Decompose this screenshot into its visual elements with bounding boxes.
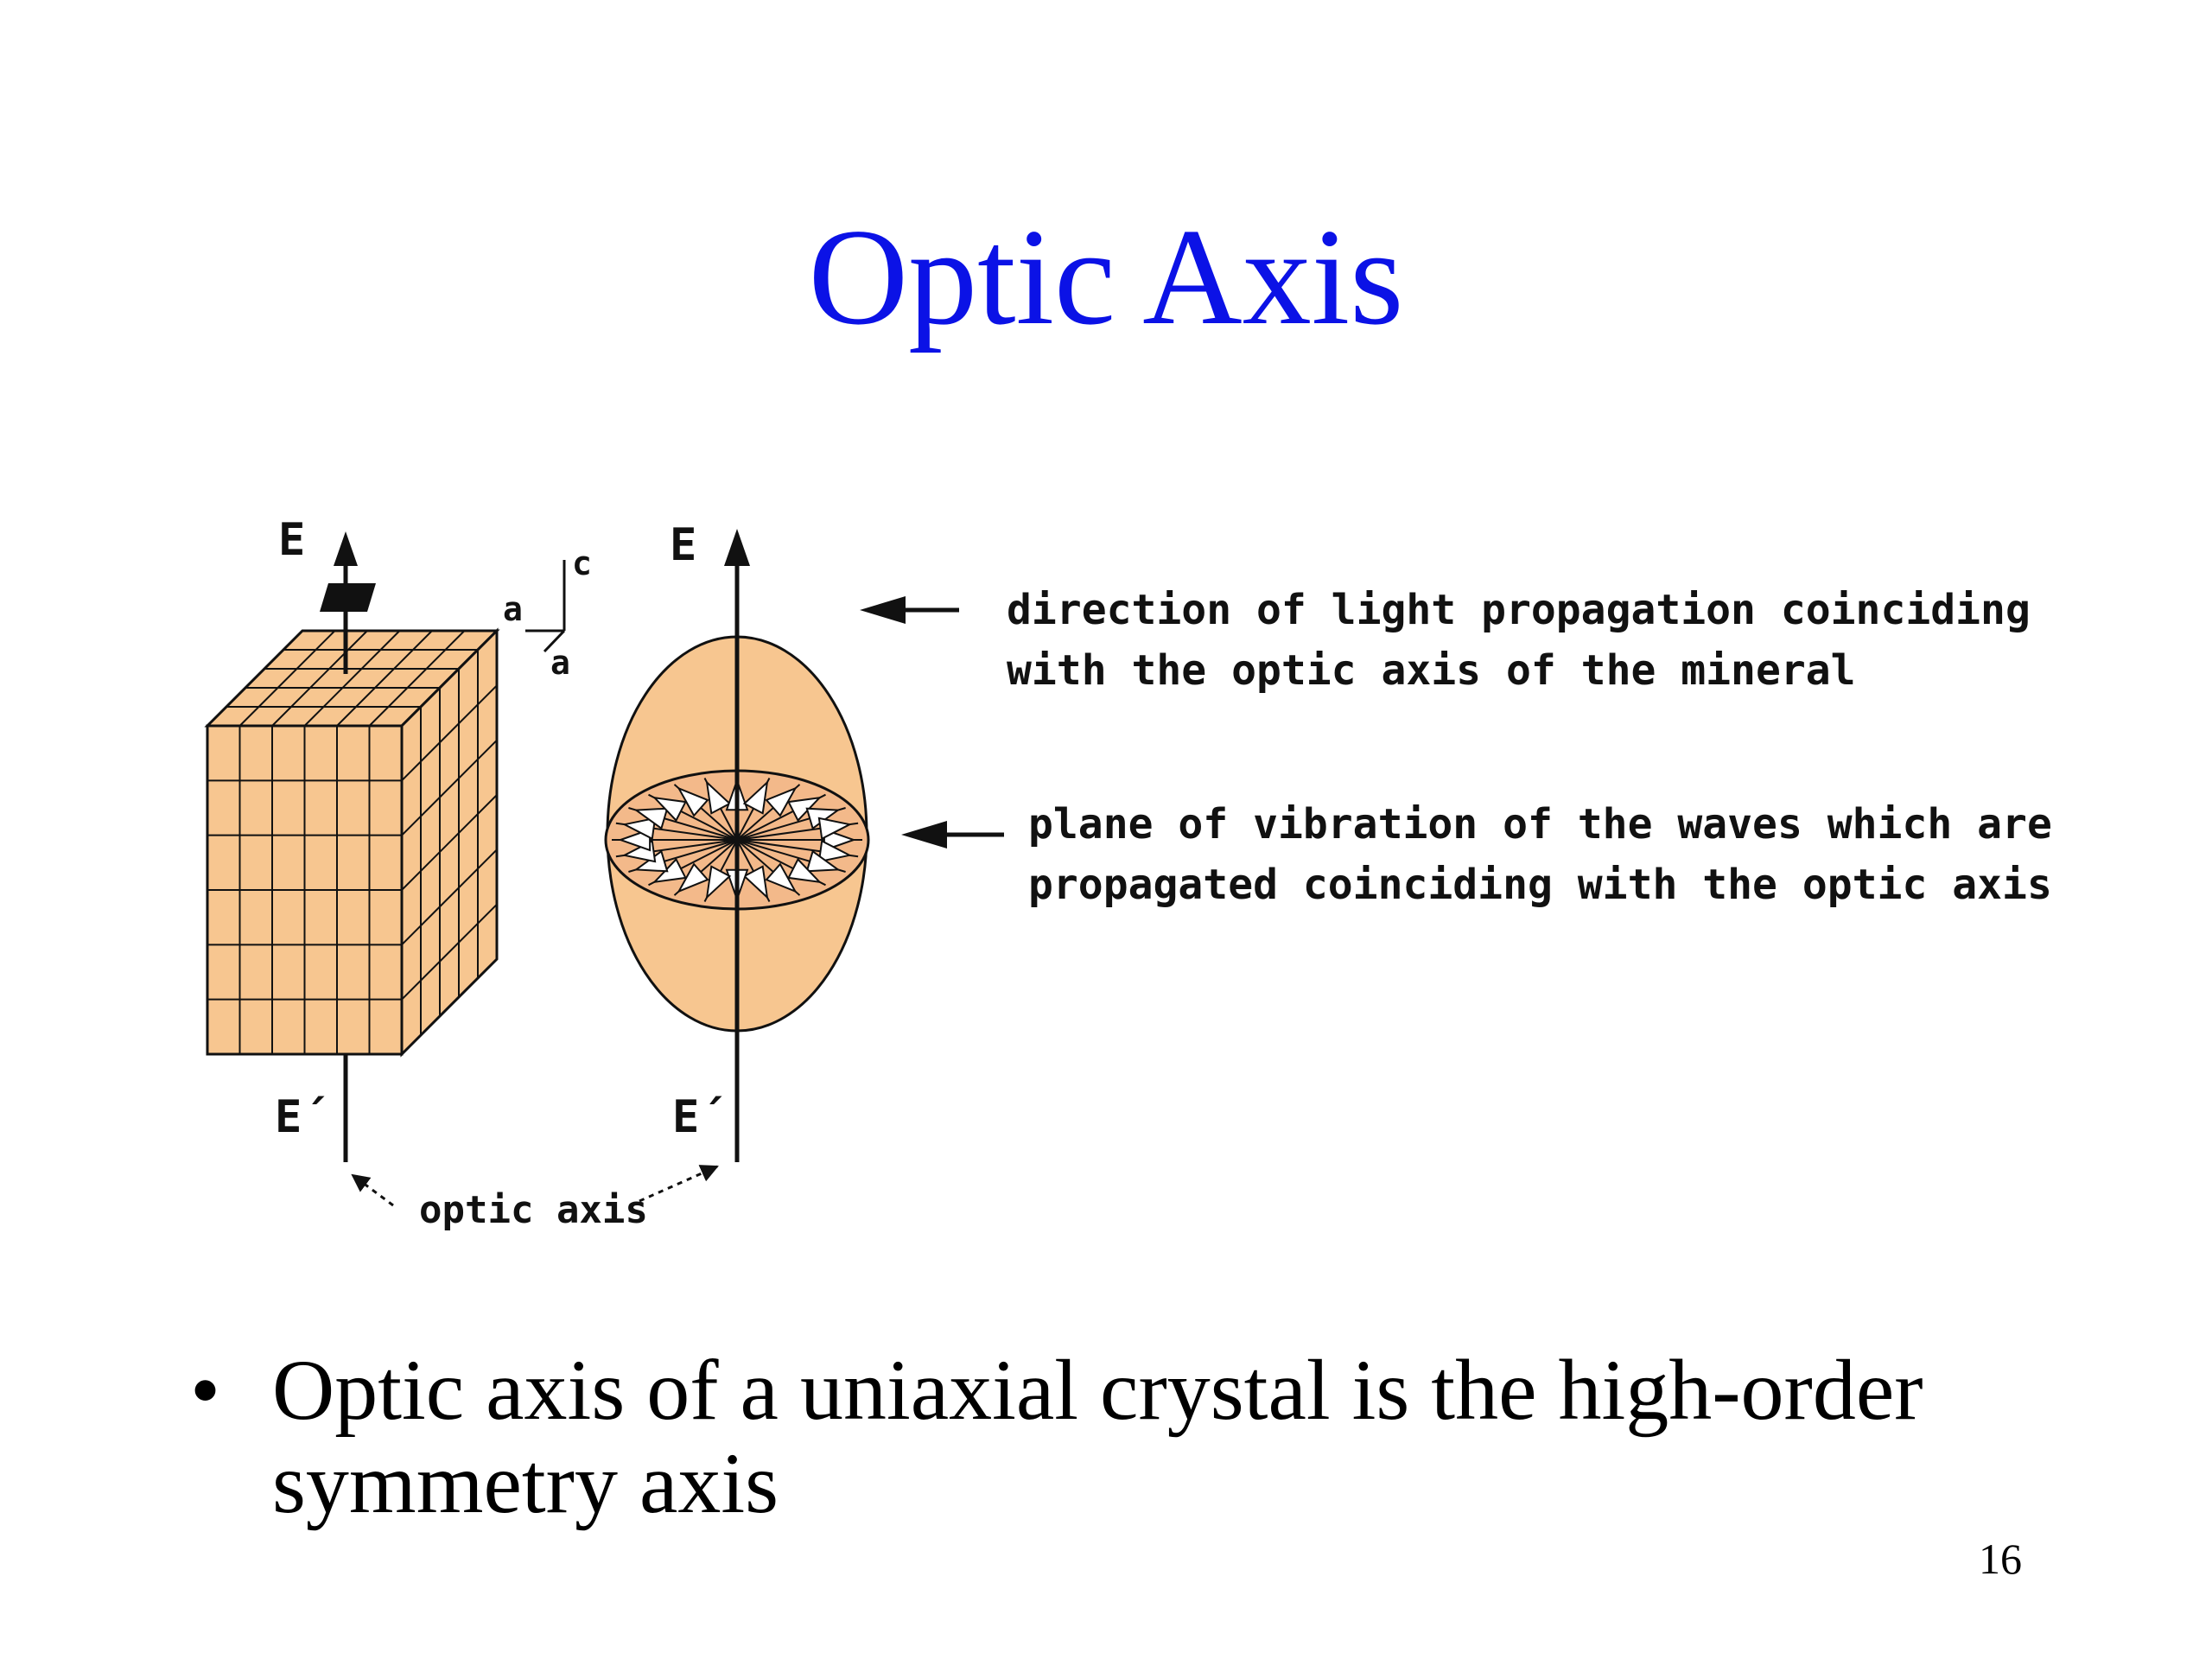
crystal-axis-arrowhead — [334, 531, 358, 566]
vibration-arrowhead — [677, 786, 709, 817]
propagation-callout-arrowhead — [860, 596, 906, 624]
bullet-marker: • — [190, 1342, 221, 1438]
crystal-grid-line — [336, 630, 433, 727]
crystal-grid-line — [271, 630, 368, 727]
indicatrix-axis-arrowhead — [724, 529, 750, 566]
vibration-arrowhead — [742, 865, 769, 900]
vibration-arrowhead — [787, 857, 823, 884]
crystal-grid-line — [401, 794, 498, 891]
crystal-grid-line — [401, 684, 498, 782]
indicatrix-top-e-label: E — [670, 519, 696, 571]
crystal-grid-lines — [207, 630, 498, 1054]
crystal-bottom-e-label: E´ — [275, 1091, 329, 1143]
crystal-polarizer-mark — [320, 583, 376, 612]
vibration-arrowhead — [705, 779, 732, 815]
vibration-direction-arrows — [618, 778, 856, 902]
bullet-item: Optic axis of a uniaxial crystal is the … — [272, 1342, 1923, 1531]
slide-title: Optic Axis — [808, 200, 1404, 353]
optic-axis-pointer-right — [639, 1165, 719, 1203]
propagation-callout-line-2: with the optic axis of the mineral — [1007, 646, 1856, 695]
optic-axis-label: optic axis — [419, 1188, 648, 1232]
vibration-arrowhead — [817, 817, 853, 841]
crystal-grid-line — [401, 849, 498, 946]
crystal-grid-line — [401, 739, 498, 836]
vibration-callout-line-2: propagated coinciding with the optic axi… — [1028, 861, 2052, 909]
vibration-callout-line-1: plane of vibration of the waves which ar… — [1028, 800, 2052, 849]
crystal-axes-indicator — [525, 560, 566, 653]
vibration-arrowhead — [705, 865, 732, 900]
axis-a-lower-label: a — [550, 644, 570, 682]
vibration-arrowhead — [742, 779, 769, 815]
crystal-grid-line — [238, 630, 336, 727]
propagation-callout-line-1: direction of light propagation coincidin… — [1007, 586, 2031, 634]
crystal-block — [204, 627, 500, 1058]
indicatrix-bottom-e-label: E´ — [672, 1091, 727, 1143]
page-number: 16 — [1979, 1535, 2022, 1583]
crystal-grid-line — [401, 903, 498, 1001]
vibration-arrowhead — [817, 839, 853, 863]
crystal-top-e-label: E — [278, 514, 305, 566]
axis-c-label: c — [572, 544, 592, 582]
vibration-arrowhead — [805, 849, 841, 873]
crystal-grid-line — [303, 630, 401, 727]
optic-axis-pointer-left — [351, 1173, 394, 1207]
vibration-arrowhead — [765, 862, 798, 893]
vibration-arrowhead — [633, 807, 669, 830]
crystal-grid-line — [368, 630, 466, 727]
vibration-arrowhead — [652, 796, 687, 823]
vibration-callout-arrowhead — [901, 821, 947, 849]
vibration-arrowhead — [621, 817, 657, 841]
axis-a-left-label: a — [503, 590, 523, 628]
